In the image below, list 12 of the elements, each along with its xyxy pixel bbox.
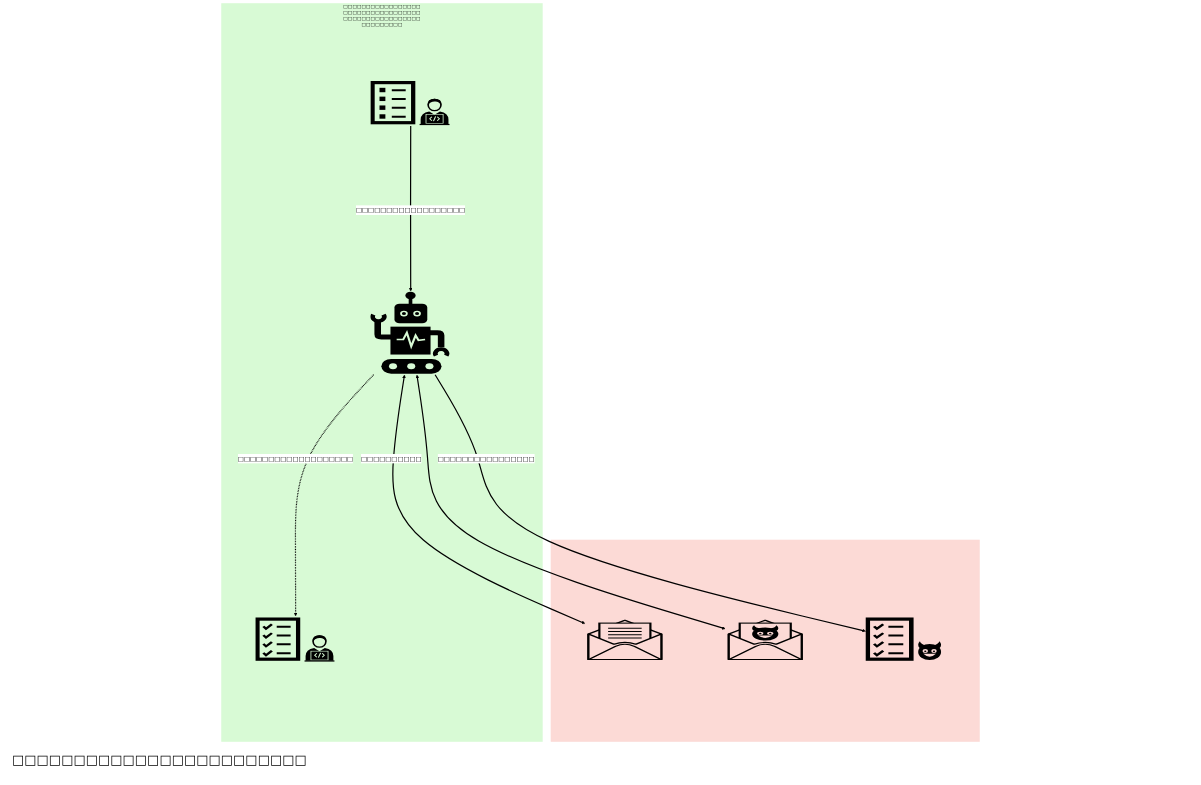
node-picture [370,291,451,375]
arrow [408,125,413,292]
arrow [415,374,726,630]
node-picture [255,615,336,663]
node-picture [370,79,451,126]
note-text: □□□□□□□□□□□□□□□□□□□□□□□□ [12,752,307,767]
node-picture [725,617,806,661]
arrow [434,374,866,633]
arrow [392,374,586,624]
arrow [293,374,375,617]
node-picture [584,617,665,661]
cluster [550,539,980,742]
